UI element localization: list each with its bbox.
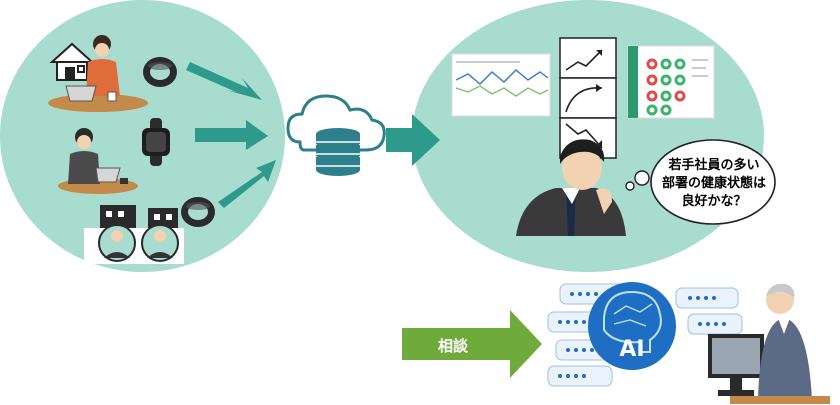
thought-line: 若手社員の多い [668, 158, 760, 173]
signal-arrow-middle [195, 120, 268, 150]
chat-bubbles-right [675, 287, 743, 335]
cloud-database-icon [286, 94, 386, 176]
health-dashboard-thumbnail [627, 45, 715, 119]
trend-up-card [559, 37, 617, 79]
video-call-avatar-woman [141, 224, 179, 262]
signal-arrow-bottom [218, 160, 276, 208]
thought-line: 部署の健康状態は [661, 176, 766, 191]
ai-badge-label: AI [619, 337, 645, 362]
senior-employee-at-computer-illustration [708, 283, 830, 404]
office-worker-man-illustration [58, 128, 138, 194]
consult-arrow [402, 310, 542, 378]
thinking-manager-illustration [516, 139, 626, 236]
home-icon [49, 42, 95, 81]
remote-worker-woman-illustration [48, 35, 148, 112]
video-call-avatar-man [98, 224, 136, 262]
smart-ring-icon [143, 57, 177, 87]
line-chart-report-thumbnail [451, 53, 551, 117]
thought-line: 良好かな？ [681, 194, 747, 209]
flow-arrow-right [386, 114, 440, 166]
signal-arrow-top [186, 62, 262, 100]
smartwatch-icon [142, 118, 170, 166]
thought-bubble-text: 若手社員の多い 部署の健康状態は 良好かな？ [654, 157, 774, 211]
thought-bubble [625, 139, 776, 225]
trend-curve-card [559, 77, 617, 119]
ai-brain-icon [588, 282, 676, 370]
smart-ring-icon [181, 197, 215, 227]
consult-arrow-label: 相談 [437, 337, 468, 355]
